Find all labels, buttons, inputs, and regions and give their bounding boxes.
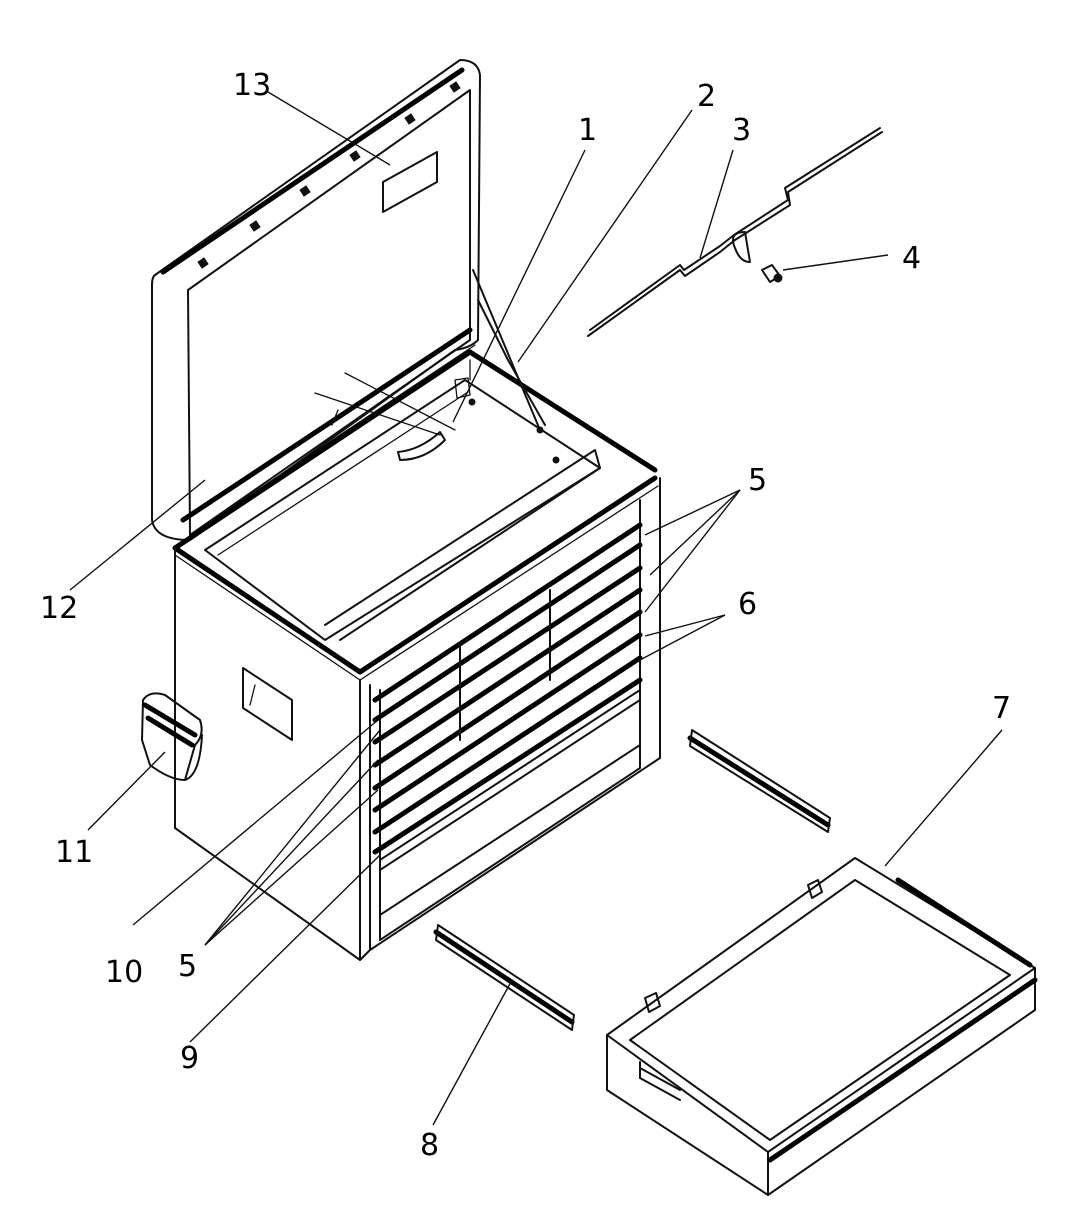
callout-1: 1: [578, 113, 597, 148]
callout-9: 9: [180, 1041, 199, 1076]
leader-lines: [69, 91, 1003, 1126]
lid-part: [151, 59, 481, 541]
callout-10: 10: [105, 955, 143, 990]
callout-8: 8: [420, 1128, 439, 1163]
callout-5-top: 5: [748, 463, 767, 498]
callout-13: 13: [233, 68, 271, 103]
label-plate-part: [382, 151, 438, 213]
callout-3: 3: [732, 113, 751, 148]
callout-4: 4: [902, 241, 921, 276]
drawer-slide-lower-part: [433, 924, 575, 1031]
callout-12: 12: [40, 591, 78, 626]
chest-body-part: [172, 269, 661, 961]
drawer-slide-upper-part: [687, 729, 831, 833]
drawer-stack-part: [372, 522, 643, 855]
lock-part: [761, 264, 783, 283]
lock-bar-part: [587, 127, 883, 337]
side-handle-part: [141, 692, 203, 781]
callout-11: 11: [55, 835, 93, 870]
callout-7: 7: [992, 691, 1011, 726]
drawer-part: [606, 857, 1038, 1196]
callout-6: 6: [738, 587, 757, 622]
callout-2: 2: [697, 79, 716, 114]
callout-5-bottom: 5: [178, 949, 197, 984]
